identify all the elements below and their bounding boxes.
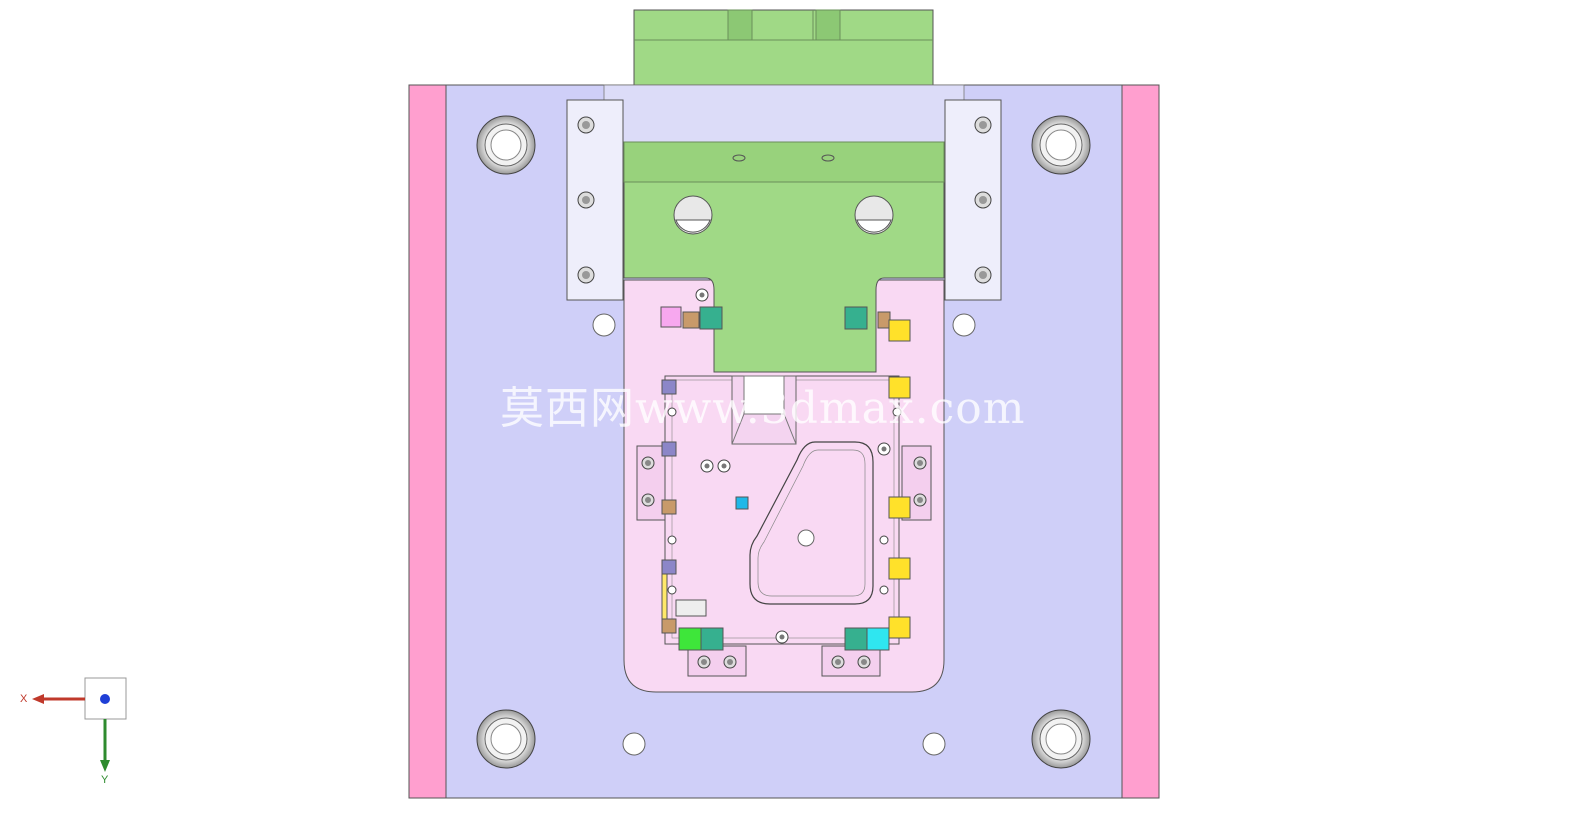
marker-yellow [888,496,911,519]
marker-yellow [888,376,911,399]
z-axis-icon [100,694,110,704]
marker-cyan [866,627,890,651]
part-pocket [749,441,874,605]
cavity-tab-bottom-right [821,645,881,677]
clamp-left[interactable] [566,99,624,301]
guide-bushing-br-icon [1031,709,1091,769]
plate-hole-icon [592,313,616,337]
marker-blue [735,496,749,510]
y-axis-label: Y [101,774,109,786]
screw-icon [667,288,902,644]
marker-teal [699,306,723,330]
plate-hole-icon [622,732,646,756]
marker-brown [877,311,891,329]
marker-teal [700,627,724,651]
marker-yellow [888,557,911,580]
guide-bushing-tl-icon [476,115,536,175]
marker-yellow [888,319,911,342]
slider-bolt-left-icon [673,195,713,235]
plate-hole-icon [922,732,946,756]
cavity-tab-left [636,445,666,521]
x-axis-label: X [20,693,28,705]
plate-hole-icon [952,313,976,337]
marker-teal [844,627,868,651]
clamp-right[interactable] [944,99,1002,301]
cavity-tab-right [901,445,932,521]
marker-pink [660,306,682,328]
coordinate-triad[interactable] [32,677,127,772]
marker-brown [661,618,677,634]
marker-teal [844,306,868,330]
guide-bushing-tr-icon [1031,115,1091,175]
gate-feature [731,375,797,445]
guide-bushing-bl-icon [476,709,536,769]
marker-green [678,627,702,651]
slider-bolt-right-icon [854,195,894,235]
plate-left-edge [408,84,447,799]
slider-top-block[interactable] [633,9,934,86]
marker-purple [661,559,677,575]
marker-brown [661,499,677,515]
plate-right-edge [1121,84,1160,799]
marker-brown [682,311,700,329]
cavity-tab-bottom-left [687,645,747,677]
marker-purple [661,441,677,457]
marker-yellow [888,616,911,639]
markers [660,306,911,651]
marker-purple [661,379,677,395]
